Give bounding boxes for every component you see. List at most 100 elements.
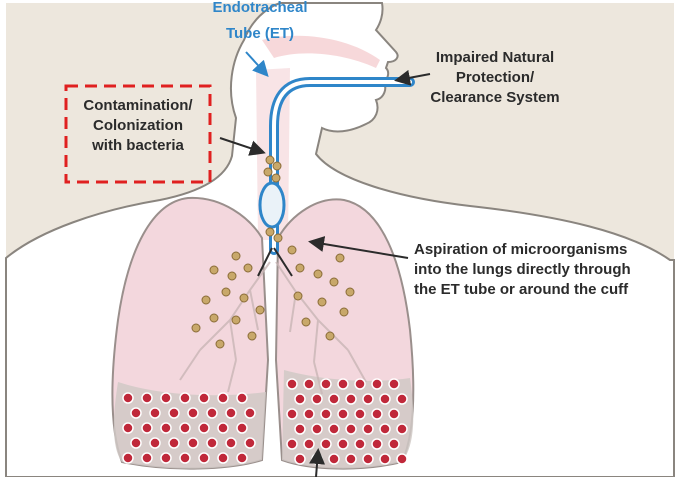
infected-cell xyxy=(161,453,171,463)
bacteria-dot xyxy=(340,308,348,316)
bacteria-dot xyxy=(216,340,224,348)
bacteria-dot xyxy=(288,246,296,254)
infected-cell xyxy=(380,394,390,404)
infected-cell xyxy=(329,454,339,464)
bacteria-dot xyxy=(228,272,236,280)
infected-cell xyxy=(142,453,152,463)
infected-cell xyxy=(346,454,356,464)
bacteria-dot xyxy=(202,296,210,304)
infected-cell xyxy=(150,408,160,418)
infected-cell xyxy=(245,408,255,418)
bacteria-dot xyxy=(336,254,344,262)
infected-cell xyxy=(397,394,407,404)
infected-cell xyxy=(380,424,390,434)
infected-cell xyxy=(295,394,305,404)
infected-cell xyxy=(180,423,190,433)
tube-cuff xyxy=(260,183,284,227)
infected-cell xyxy=(199,453,209,463)
bacteria-dot xyxy=(346,288,354,296)
infected-cell xyxy=(180,453,190,463)
infected-cell xyxy=(397,454,407,464)
contamination-label: Contamination/ Colonization with bacteri… xyxy=(68,96,208,156)
bacteria-dot xyxy=(222,288,230,296)
infected-cell xyxy=(142,393,152,403)
infected-cell xyxy=(123,453,133,463)
infected-cell xyxy=(312,394,322,404)
infected-cell xyxy=(237,393,247,403)
infected-cell xyxy=(329,394,339,404)
infected-cell xyxy=(180,393,190,403)
infected-cell xyxy=(287,379,297,389)
impaired-protection-label: Impaired Natural Protection/ Clearance S… xyxy=(420,48,570,108)
bacteria-dot xyxy=(240,294,248,302)
infected-cell xyxy=(338,439,348,449)
infected-cell xyxy=(123,423,133,433)
infected-cell xyxy=(397,424,407,434)
infected-cell xyxy=(372,409,382,419)
bacteria-dot xyxy=(302,318,310,326)
infected-cell xyxy=(295,454,305,464)
bacteria-dot xyxy=(326,332,334,340)
infected-cell xyxy=(131,408,141,418)
infected-cell xyxy=(226,408,236,418)
infected-cell xyxy=(380,454,390,464)
infected-cell xyxy=(338,379,348,389)
aspiration-label: Aspiration of microorganisms into the lu… xyxy=(414,240,664,300)
infected-cell xyxy=(304,379,314,389)
bacteria-dot xyxy=(248,332,256,340)
infected-cell xyxy=(218,453,228,463)
bacteria-dot xyxy=(232,316,240,324)
infected-cell xyxy=(161,393,171,403)
infected-cell xyxy=(295,424,305,434)
infected-cell xyxy=(389,379,399,389)
infected-cell xyxy=(188,438,198,448)
infected-cell xyxy=(363,424,373,434)
infected-cell xyxy=(226,438,236,448)
infected-cell xyxy=(218,423,228,433)
infected-cell xyxy=(287,439,297,449)
infected-cell xyxy=(372,379,382,389)
infected-cell xyxy=(169,438,179,448)
bacteria-dot xyxy=(210,314,218,322)
infected-cell xyxy=(207,438,217,448)
bacteria-dot xyxy=(296,264,304,272)
bacteria-dot xyxy=(210,266,218,274)
infected-cell xyxy=(304,409,314,419)
infected-cell xyxy=(355,379,365,389)
infected-cell xyxy=(321,439,331,449)
infected-cell xyxy=(245,438,255,448)
infected-cell xyxy=(321,409,331,419)
infected-cell xyxy=(237,423,247,433)
infected-cell xyxy=(389,439,399,449)
infected-cell xyxy=(346,394,356,404)
infected-cell xyxy=(346,424,356,434)
infected-cell xyxy=(199,393,209,403)
infected-cell xyxy=(123,393,133,403)
infected-cell xyxy=(363,454,373,464)
infected-cell xyxy=(199,423,209,433)
bacteria-dot xyxy=(232,252,240,260)
bacteria-dot xyxy=(192,324,200,332)
infected-cell xyxy=(169,408,179,418)
infected-cell xyxy=(287,409,297,419)
infected-cell xyxy=(355,409,365,419)
infected-cell xyxy=(161,423,171,433)
infected-cell xyxy=(218,393,228,403)
infected-cell xyxy=(389,409,399,419)
infected-cell xyxy=(338,409,348,419)
infected-cell xyxy=(312,424,322,434)
bacteria-dot xyxy=(318,298,326,306)
bacteria-dot xyxy=(294,292,302,300)
infected-cell xyxy=(150,438,160,448)
infected-cell xyxy=(207,408,217,418)
bacteria-dot xyxy=(314,270,322,278)
infected-cell xyxy=(372,439,382,449)
infected-cell xyxy=(355,439,365,449)
infected-cell xyxy=(363,394,373,404)
bacteria-dot xyxy=(330,278,338,286)
infected-cell xyxy=(131,438,141,448)
infected-cell xyxy=(304,439,314,449)
infected-cell xyxy=(188,408,198,418)
infected-cell xyxy=(329,424,339,434)
